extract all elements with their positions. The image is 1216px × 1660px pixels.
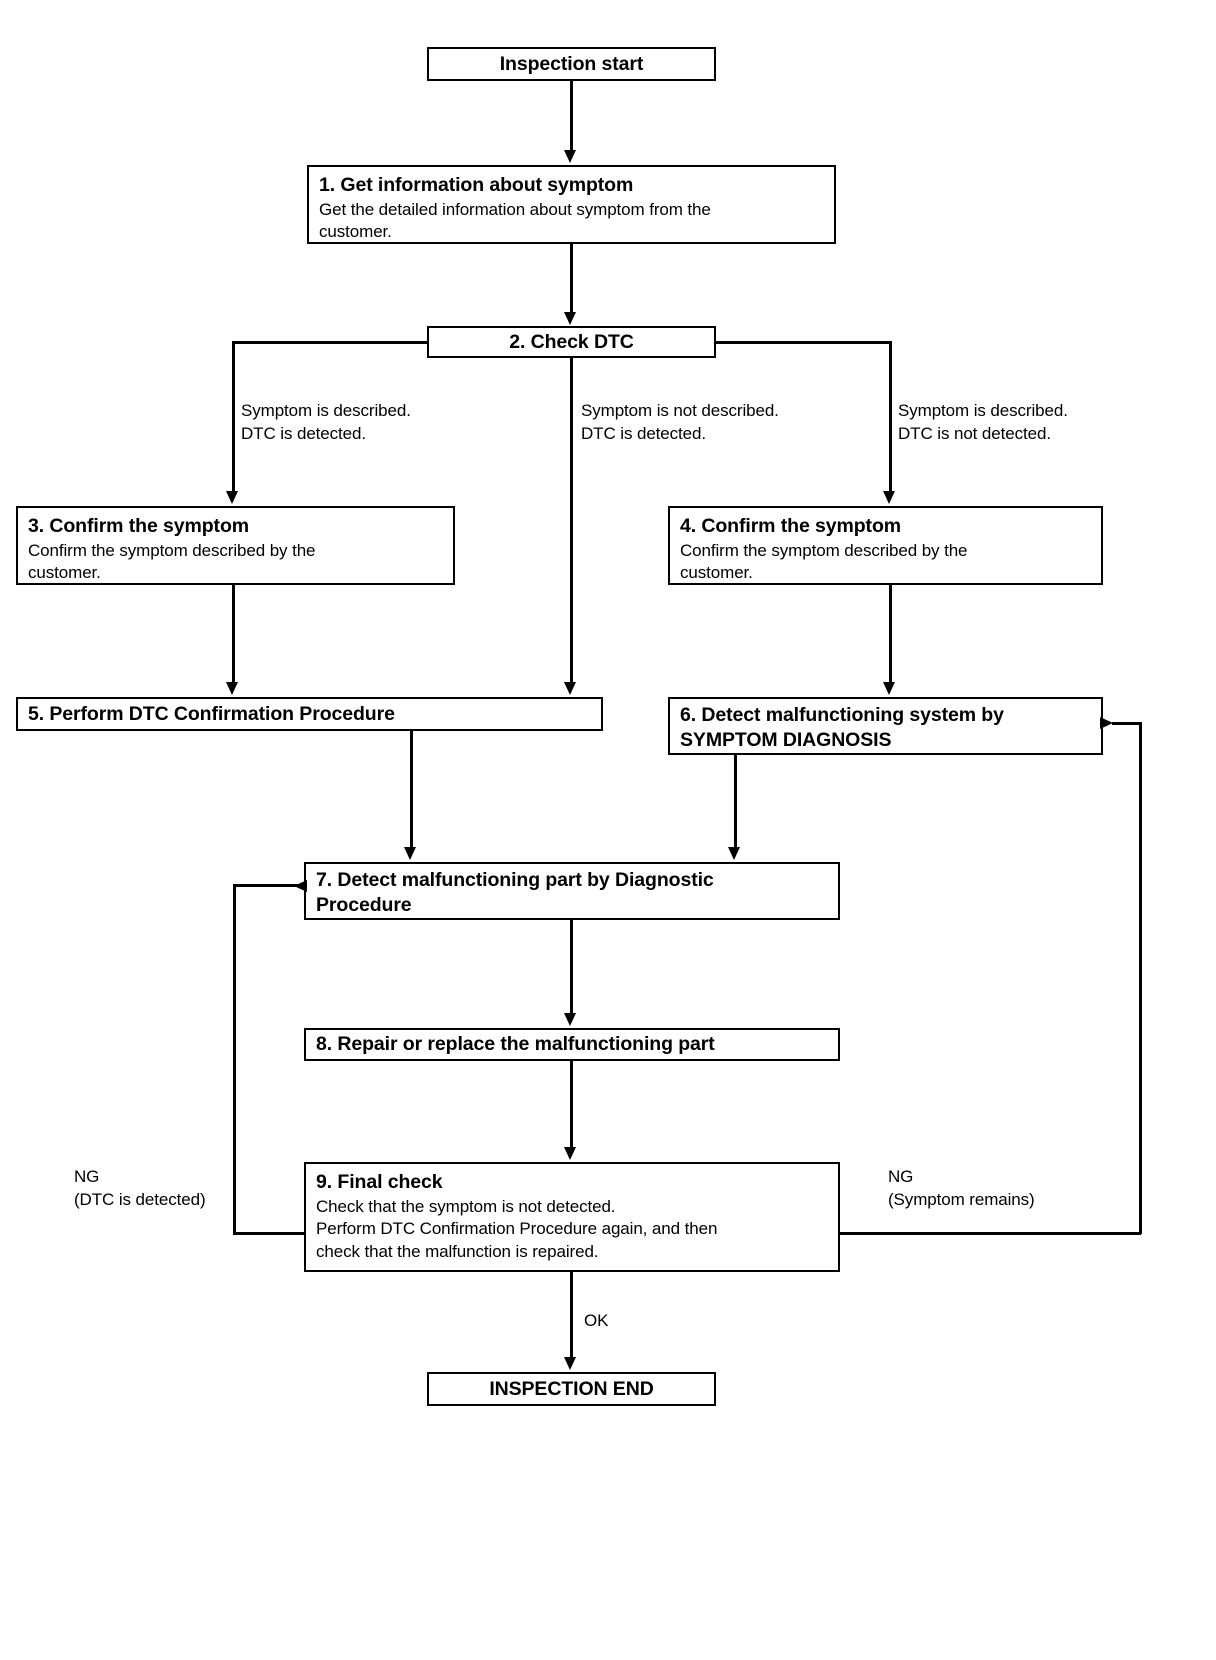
edge-4-to-6: [889, 585, 892, 684]
node-9-final-check[interactable]: 9. Final check Check that the symptom is…: [304, 1162, 840, 1272]
arrowhead-to-node-1: [564, 150, 576, 163]
node-desc: Confirm the symptom described by the cus…: [680, 540, 968, 583]
edge-2-branch-bus-left: [232, 341, 429, 344]
arrowhead-ng-left-to-node-7: [294, 880, 307, 892]
node-desc: Check that the symptom is not detected. …: [316, 1196, 718, 1261]
arrowhead-to-node-5-middle: [564, 682, 576, 695]
node-title: 2. Check DTC: [509, 331, 634, 353]
edge-ng-right-horizontal-in: [1112, 722, 1141, 725]
edge-ng-left-horizontal-in: [233, 884, 307, 887]
node-inspection-end[interactable]: INSPECTION END: [427, 1372, 716, 1406]
arrowhead-to-node-4: [883, 491, 895, 504]
edge-start-to-1: [570, 81, 573, 152]
node-2-check-dtc[interactable]: 2. Check DTC: [427, 326, 716, 358]
arrowhead-to-node-5-left: [226, 682, 238, 695]
node-title: 4. Confirm the symptom: [680, 515, 901, 537]
edge-8-to-9: [570, 1061, 573, 1149]
node-title: 8. Repair or replace the malfunctioning …: [316, 1033, 715, 1055]
node-title: Inspection start: [499, 53, 644, 75]
node-title: 7. Detect malfunctioning part by Diagnos…: [316, 869, 714, 916]
node-desc: Get the detailed information about sympt…: [319, 199, 711, 242]
edge-2-to-4: [889, 341, 892, 493]
edge-label-branch-right: Symptom is described. DTC is not detecte…: [898, 401, 1068, 444]
node-title: 9. Final check: [316, 1171, 443, 1193]
edge-label-ng-right: NG (Symptom remains): [888, 1167, 1035, 1210]
node-desc: Confirm the symptom described by the cus…: [28, 540, 316, 583]
node-title: INSPECTION END: [489, 1378, 654, 1400]
edge-6-to-7: [734, 755, 737, 849]
node-inspection-start[interactable]: Inspection start: [427, 47, 716, 81]
node-5-dtc-confirmation-procedure[interactable]: 5. Perform DTC Confirmation Procedure: [16, 697, 603, 731]
node-1-get-information[interactable]: 1. Get information about symptom Get the…: [307, 165, 836, 244]
arrowhead-to-node-6: [883, 682, 895, 695]
edge-label-ng-left: NG (DTC is detected): [74, 1167, 206, 1210]
edge-ng-right-horizontal-out: [838, 1232, 1141, 1235]
edge-2-to-5: [570, 358, 573, 684]
edge-label-ok: OK: [584, 1311, 609, 1330]
edge-ng-right-vertical: [1139, 722, 1142, 1234]
edge-1-to-2: [570, 244, 573, 314]
arrowhead-to-node-2: [564, 312, 576, 325]
arrowhead-to-node-7-right: [728, 847, 740, 860]
arrowhead-to-node-8: [564, 1013, 576, 1026]
node-6-detect-malfunctioning-system[interactable]: 6. Detect malfunctioning system by SYMPT…: [668, 697, 1103, 755]
arrowhead-to-inspection-end: [564, 1357, 576, 1370]
edge-ng-left-vertical: [233, 884, 236, 1234]
edge-label-branch-left: Symptom is described. DTC is detected.: [241, 401, 411, 444]
edge-5-to-7: [410, 731, 413, 849]
node-3-confirm-symptom[interactable]: 3. Confirm the symptom Confirm the sympt…: [16, 506, 455, 585]
edge-2-branch-bus-right: [714, 341, 892, 344]
node-4-confirm-symptom[interactable]: 4. Confirm the symptom Confirm the sympt…: [668, 506, 1103, 585]
node-7-detect-malfunctioning-part[interactable]: 7. Detect malfunctioning part by Diagnos…: [304, 862, 840, 920]
arrowhead-to-node-7-left: [404, 847, 416, 860]
node-title: 6. Detect malfunctioning system by SYMPT…: [680, 704, 1004, 751]
node-8-repair-or-replace[interactable]: 8. Repair or replace the malfunctioning …: [304, 1028, 840, 1061]
node-title: 1. Get information about symptom: [319, 174, 634, 196]
arrowhead-to-node-9: [564, 1147, 576, 1160]
node-title: 3. Confirm the symptom: [28, 515, 249, 537]
edge-2-to-3: [232, 341, 235, 493]
edge-ng-left-horizontal-out: [233, 1232, 306, 1235]
edge-7-to-8: [570, 920, 573, 1015]
edge-label-branch-middle: Symptom is not described. DTC is detecte…: [581, 401, 779, 444]
edge-3-to-5: [232, 585, 235, 684]
arrowhead-to-node-3: [226, 491, 238, 504]
edge-9-to-end: [570, 1272, 573, 1360]
node-title: 5. Perform DTC Confirmation Procedure: [28, 703, 395, 725]
arrowhead-ng-right-to-node-6: [1100, 717, 1113, 729]
